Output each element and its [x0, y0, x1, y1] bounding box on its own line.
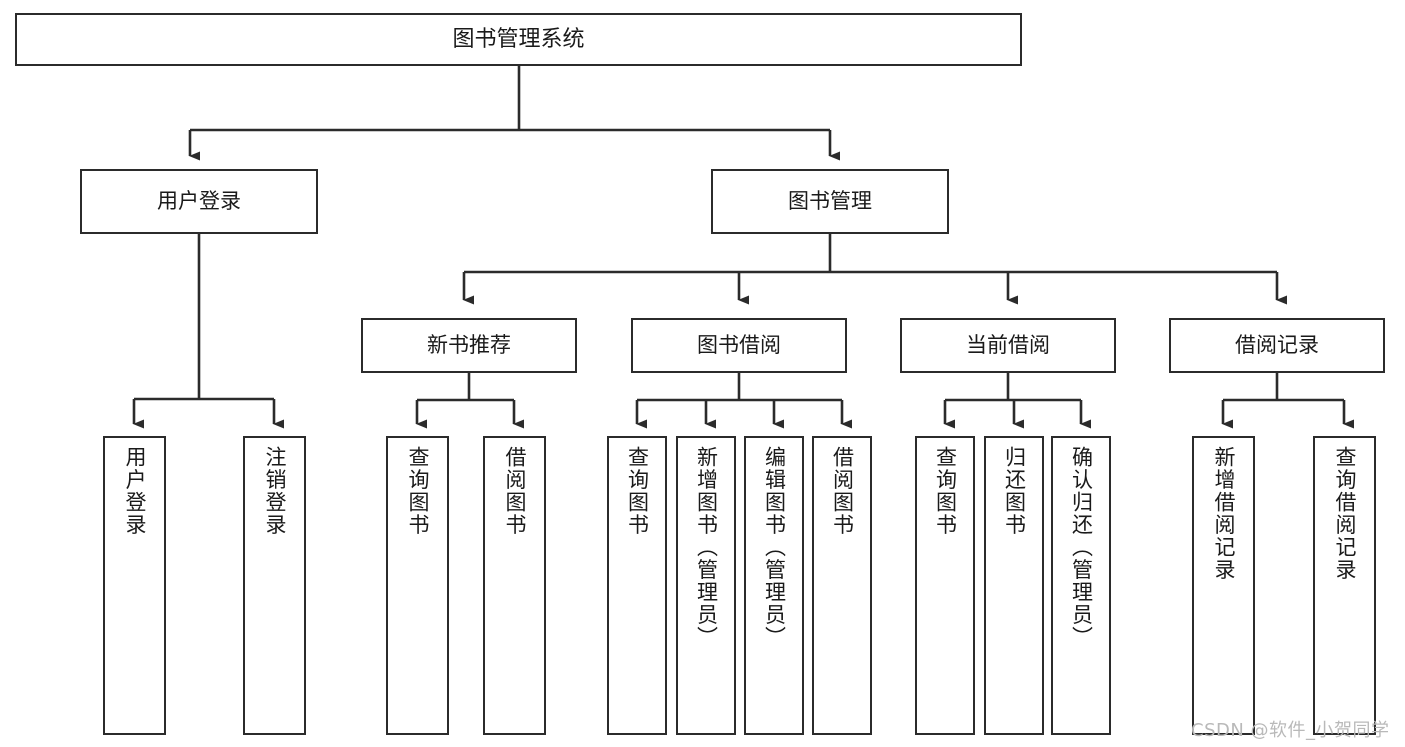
node-leaf-return-book-label: 归还图书	[1002, 446, 1027, 536]
node-leaf-borrow-book-2-label: 借阅图书	[830, 446, 855, 536]
node-leaf-query-book-3[interactable]: 查询图书	[915, 436, 975, 735]
node-leaf-borrow-book-1-label: 借阅图书	[503, 446, 527, 536]
node-leaf-borrow-book-1[interactable]: 借阅图书	[483, 436, 546, 735]
node-leaf-query-book-3-label: 查询图书	[933, 446, 958, 536]
node-book-manage[interactable]: 图书管理	[711, 169, 949, 234]
node-leaf-user-login[interactable]: 用户登录	[103, 436, 166, 735]
node-current-borrow-label: 当前借阅	[966, 333, 1050, 358]
node-leaf-confirm-return-label: 确认归还（管理员）	[1069, 446, 1094, 649]
node-book-manage-label: 图书管理	[788, 189, 872, 214]
node-leaf-return-book[interactable]: 归还图书	[984, 436, 1044, 735]
node-leaf-logout[interactable]: 注销登录	[243, 436, 306, 735]
node-root-label: 图书管理系统	[452, 26, 585, 52]
node-user-login[interactable]: 用户登录	[80, 169, 318, 234]
node-leaf-add-book[interactable]: 新增图书（管理员）	[676, 436, 736, 735]
node-current-borrow[interactable]: 当前借阅	[900, 318, 1116, 373]
node-borrow-record-label: 借阅记录	[1235, 333, 1319, 358]
node-borrow-record[interactable]: 借阅记录	[1169, 318, 1385, 373]
node-leaf-query-book-2[interactable]: 查询图书	[607, 436, 667, 735]
node-new-book-recommend[interactable]: 新书推荐	[361, 318, 577, 373]
node-book-borrow-label: 图书借阅	[697, 333, 781, 358]
node-leaf-query-record[interactable]: 查询借阅记录	[1313, 436, 1376, 735]
node-leaf-add-record[interactable]: 新增借阅记录	[1192, 436, 1255, 735]
node-leaf-query-book-1[interactable]: 查询图书	[386, 436, 449, 735]
node-leaf-borrow-book-2[interactable]: 借阅图书	[812, 436, 872, 735]
node-root[interactable]: 图书管理系统	[15, 13, 1022, 66]
node-leaf-confirm-return[interactable]: 确认归还（管理员）	[1051, 436, 1111, 735]
node-leaf-query-book-2-label: 查询图书	[625, 446, 650, 536]
node-new-book-recommend-label: 新书推荐	[427, 333, 511, 358]
node-user-login-label: 用户登录	[157, 189, 241, 214]
node-leaf-logout-label: 注销登录	[263, 446, 287, 536]
node-leaf-edit-book-label: 编辑图书（管理员）	[762, 446, 787, 649]
watermark-text: CSDN @软件_小贺同学	[1191, 720, 1390, 741]
node-leaf-query-record-label: 查询借阅记录	[1333, 446, 1357, 581]
node-leaf-query-book-1-label: 查询图书	[406, 446, 430, 536]
node-leaf-add-record-label: 新增借阅记录	[1212, 446, 1236, 581]
node-leaf-add-book-label: 新增图书（管理员）	[694, 446, 719, 649]
node-leaf-edit-book[interactable]: 编辑图书（管理员）	[744, 436, 804, 735]
node-book-borrow[interactable]: 图书借阅	[631, 318, 847, 373]
node-leaf-user-login-label: 用户登录	[123, 446, 147, 536]
